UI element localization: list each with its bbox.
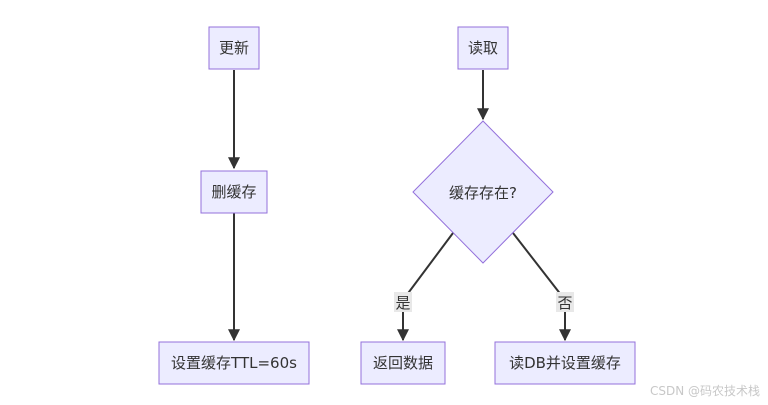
node-read-db-set-cache-label: 读DB并设置缓存 (509, 354, 621, 372)
node-update[interactable]: 更新 (208, 26, 260, 70)
node-set-cache-ttl-label: 设置缓存TTL=60s (171, 354, 297, 372)
node-cache-exists-label: 缓存存在? (449, 184, 517, 202)
edge-label-no: 否 (556, 292, 574, 312)
edge-cache-exists-to-return-data (397, 232, 454, 342)
watermark: CSDN @码农技术栈 (649, 384, 760, 398)
node-cache-exists[interactable]: 缓存存在? (412, 120, 554, 264)
edge-label-no-text: 否 (557, 294, 572, 312)
node-return-data-label: 返回数据 (373, 354, 433, 372)
node-delete-cache-label: 删缓存 (211, 183, 256, 201)
node-set-cache-ttl[interactable]: 设置缓存TTL=60s (158, 341, 310, 385)
node-delete-cache[interactable]: 删缓存 (200, 170, 268, 214)
node-read-db-set-cache[interactable]: 读DB并设置缓存 (494, 341, 636, 385)
node-read-label: 读取 (468, 39, 498, 57)
node-return-data[interactable]: 返回数据 (360, 341, 446, 385)
edge-label-yes: 是 (394, 292, 412, 312)
edge-label-yes-text: 是 (395, 294, 410, 312)
node-read[interactable]: 读取 (457, 26, 509, 70)
node-update-label: 更新 (219, 39, 249, 57)
edge-cache-exists-to-read-db (512, 232, 571, 342)
